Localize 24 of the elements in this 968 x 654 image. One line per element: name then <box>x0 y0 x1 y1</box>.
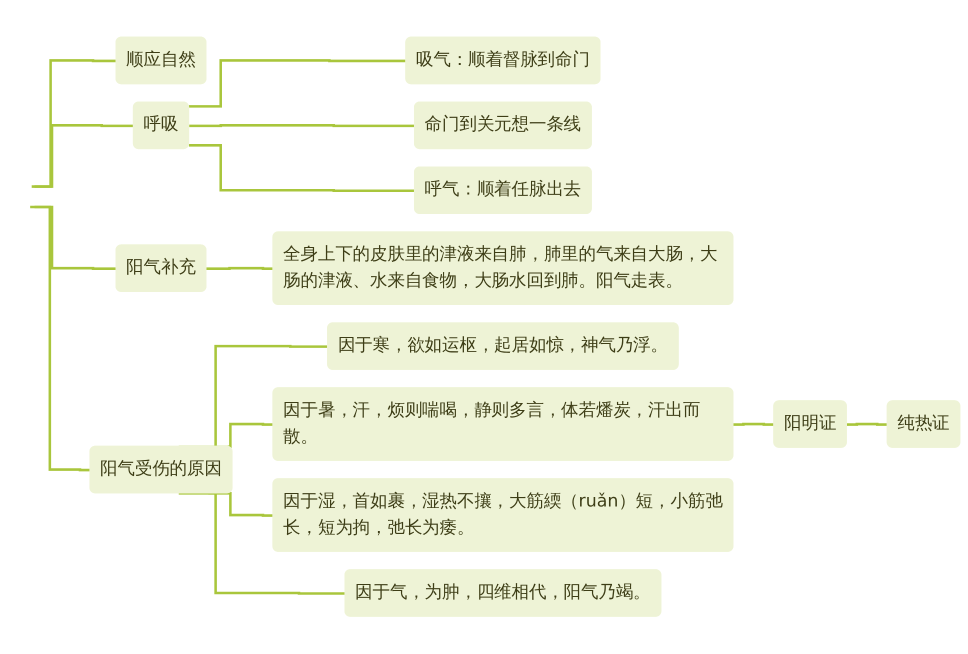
connector-line <box>189 124 415 128</box>
connector-line <box>188 144 415 192</box>
connector-line <box>733 423 774 426</box>
topic-box: 阳明证 <box>773 400 847 448</box>
topic-box: 因于寒，欲如运枢，起居如惊，神气乃浮。 <box>327 322 679 370</box>
topic-box: 阳气受伤的原因 <box>89 446 233 494</box>
topic-box: 呼吸 <box>132 102 190 150</box>
connector-line <box>34 124 134 188</box>
topic-box: 吸气：顺着督脉到命门 <box>405 36 601 84</box>
topic-box: 因于暑，汗，烦则喘喝，静则多言，体若燔炭，汗出而散。 <box>272 388 734 462</box>
connector-line <box>178 492 346 596</box>
connector-line <box>206 267 274 270</box>
connector-line <box>188 59 406 108</box>
topic-box: 因于湿，首如裹，湿热不攘，大筋緛（ruǎn）短，小筋弛长，短为拘，弛长为痿。 <box>272 478 734 552</box>
topic-box: 命门到关元想一条线 <box>414 102 592 150</box>
connector-line <box>32 59 117 188</box>
topic-box: 阳气补充 <box>116 244 206 292</box>
topic-box: 呼气：顺着任脉出去 <box>414 166 592 214</box>
topic-box: 全身上下的皮肤里的津液来自肺，肺里的气来自大肠，大肠的津液、水来自食物，大肠水回到肺。阳气走表。 <box>272 232 734 306</box>
topic-box: 顺应自然 <box>116 36 206 84</box>
topic-box: 因于气，为肿，四维相代，阳气乃竭。 <box>344 570 662 618</box>
connector-line <box>30 206 90 472</box>
topic-box: 纯热证 <box>886 400 960 448</box>
connector-line <box>846 423 888 426</box>
